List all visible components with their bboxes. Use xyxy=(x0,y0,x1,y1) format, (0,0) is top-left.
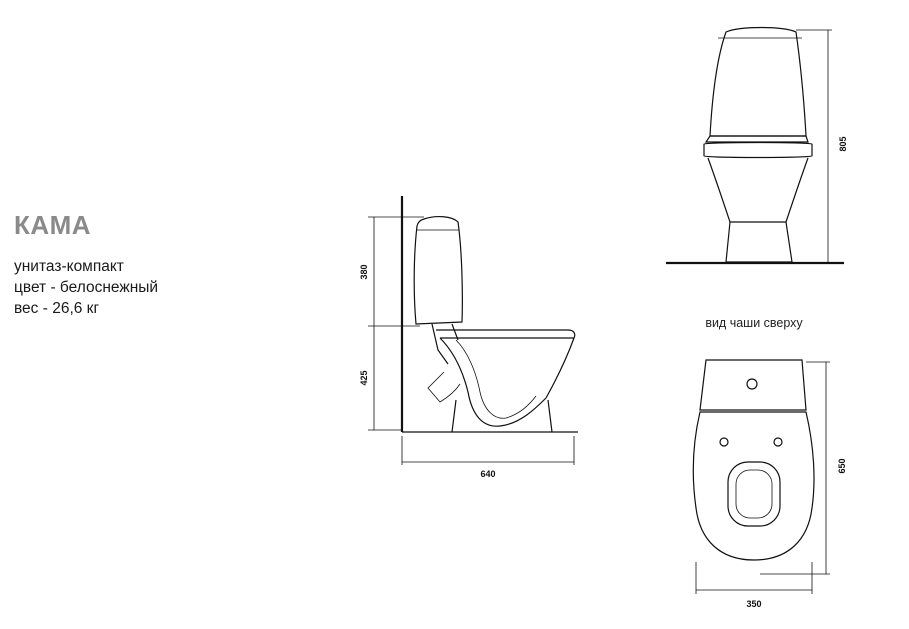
side-bowl-body xyxy=(439,337,575,427)
spec-weight: вес - 26,6 кг xyxy=(14,300,100,317)
side-view: 380 425 640 xyxy=(359,196,578,479)
side-pedestal xyxy=(451,399,553,433)
hinge-hole-right xyxy=(773,437,783,447)
top-bowl-opening xyxy=(727,461,781,527)
dim-top-length: 650 xyxy=(837,458,847,473)
top-tank xyxy=(699,359,807,411)
front-bowl xyxy=(707,157,809,223)
front-tank xyxy=(709,26,807,137)
front-view: 805 xyxy=(666,26,848,265)
spec-color: цвет - белоснежный xyxy=(14,279,159,296)
top-view-caption: вид чаши сверху xyxy=(705,316,803,330)
side-tank xyxy=(413,216,463,325)
front-seat xyxy=(703,141,813,159)
front-lid xyxy=(704,135,809,143)
dim-bowl-height: 425 xyxy=(359,370,369,385)
flush-button xyxy=(746,378,758,390)
dim-depth: 640 xyxy=(480,469,495,479)
front-pedestal xyxy=(725,221,793,263)
side-bowl-rim xyxy=(436,329,576,339)
dim-top-width: 350 xyxy=(746,599,761,609)
dim-total-height: 805 xyxy=(838,136,848,151)
top-bowl-outer xyxy=(692,411,815,561)
side-flush-connector xyxy=(431,323,459,365)
side-outlet xyxy=(427,371,461,403)
dim-tank-height: 380 xyxy=(359,264,369,279)
product-title: КАМА xyxy=(14,210,92,240)
spec-type: унитаз-компакт xyxy=(14,258,124,275)
top-view: вид чаши сверху 650 350 xyxy=(692,316,847,609)
hinge-hole-left xyxy=(719,437,729,447)
